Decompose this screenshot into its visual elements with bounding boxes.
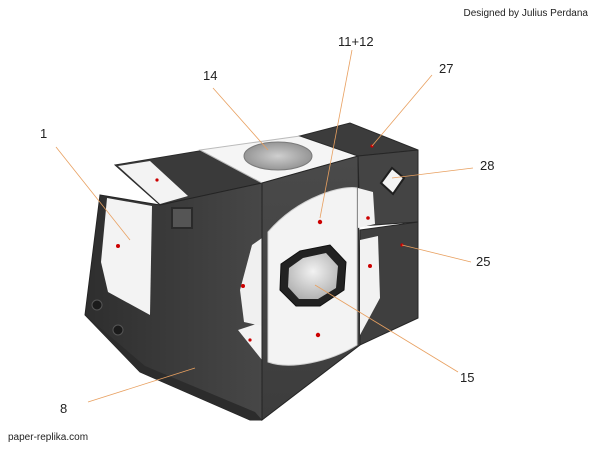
marker-front-upper [317,219,323,225]
octagon-port-window [288,253,338,299]
leader-line-11-12 [319,49,353,219]
leader-line-27 [371,74,433,147]
leader-line-15 [314,284,459,373]
middle-module [198,135,361,422]
callout-15: 15 [460,370,474,385]
left-side-port-upper [91,299,103,311]
callout-1: 1 [40,126,47,141]
marker-front-lower [315,332,321,338]
leader-lines [55,49,474,403]
leader-line-25 [401,244,472,263]
top-round-opening [243,141,313,171]
callout-25: 25 [476,254,490,269]
right-white-upper-panel [358,188,375,228]
left-white-arc [240,238,262,326]
marker-front-left [241,284,245,288]
left-module [84,149,264,421]
marker-left-panel [116,244,120,248]
leader-line-14 [212,87,269,151]
leader-line-8 [87,367,196,403]
leader-line-1 [55,146,131,241]
marker-left-top [155,178,159,182]
callout-28: 28 [480,158,494,173]
marker-right-upper [366,216,370,220]
left-small-window [171,207,193,229]
left-top-white-strip [118,161,188,204]
right-white-lower-panel [360,236,380,335]
marker-front-wedge [248,338,252,342]
marker-right-lower [368,264,372,268]
leader-line-28 [391,167,474,179]
callout-8: 8 [60,401,67,416]
diamond-window [379,166,406,196]
website-footer: paper-replika.com [8,432,89,443]
left-white-panel [101,198,152,315]
right-module [298,122,419,346]
callout-27: 27 [439,61,453,76]
callout-14: 14 [203,68,217,83]
left-side-port-lower [112,324,124,336]
left-module-bottom-face [85,315,262,420]
designer-credit: Designed by Julius Perdana [463,8,588,19]
callout-11-12: 11+12 [338,34,374,49]
